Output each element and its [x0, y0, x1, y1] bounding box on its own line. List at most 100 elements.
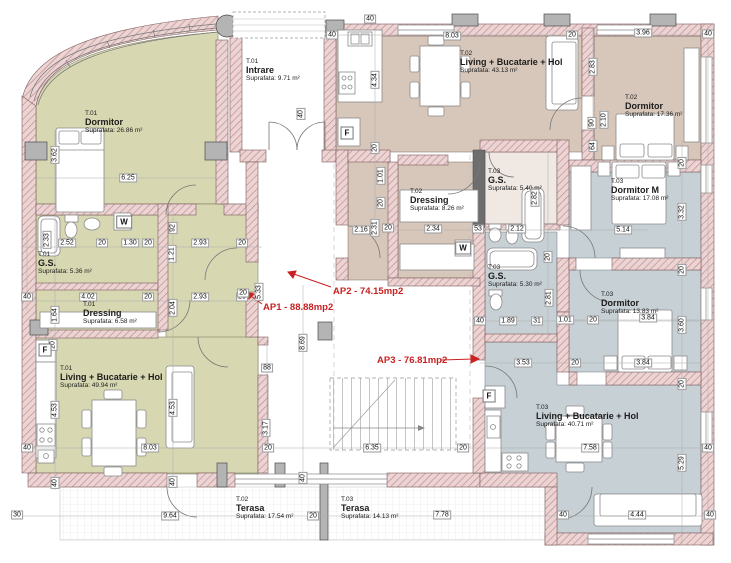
dimension-label: 2.83: [588, 58, 598, 76]
dimension-label: 1.64: [50, 306, 60, 324]
dimension-label: 20: [457, 443, 469, 453]
dimension-label: 2.93: [191, 238, 209, 248]
room-name: Living + Bucatarie + Hol: [60, 372, 163, 382]
dimension-label: 30: [11, 510, 23, 520]
dimension-label: 1.21: [167, 245, 177, 263]
room-area: Suprafata: 17.08 m²: [611, 195, 669, 202]
room-code: T.01: [85, 110, 98, 117]
room-area: Suprafata: 5.30 m²: [488, 281, 542, 288]
room-area: Suprafata: 14.13 m²: [341, 513, 399, 520]
room-code: T.03: [488, 264, 501, 271]
room-code: T.01: [83, 301, 96, 308]
ap3-dining-table: [545, 405, 613, 473]
ap3-sofa: [593, 493, 703, 527]
dimension-label: 31: [531, 316, 543, 326]
dimension-label: 40: [704, 510, 716, 520]
dimension-label: 2.31: [370, 219, 380, 237]
dimension-label: 2.10: [599, 111, 609, 129]
dimension-label: 20: [96, 238, 108, 248]
room-name: Dormitor: [625, 101, 663, 111]
dimension-label: 20: [237, 288, 249, 298]
dimension-label: 20: [142, 238, 154, 248]
dimension-label: 40: [21, 292, 33, 302]
ap2-bed: [601, 113, 689, 161]
dimension-label: 1.89: [499, 316, 517, 326]
room-name: Living + Bucatarie + Hol: [460, 57, 563, 67]
dimension-label: 3.60: [677, 316, 687, 334]
dimension-label: 40: [326, 30, 338, 40]
dimension-label: 20: [382, 223, 394, 233]
dimension-label: 90: [587, 117, 597, 129]
dimension-label: 20: [370, 142, 380, 154]
dimension-label: 2.82: [530, 189, 540, 207]
apartment-area-label: AP1 - 88.88mp2: [263, 302, 334, 313]
dimension-label: 2.16: [352, 225, 370, 235]
ap2-dressing-counter: [399, 189, 479, 223]
dimension-label: 3.84: [634, 358, 652, 368]
dimension-label: 8.03: [141, 443, 159, 453]
dimension-label: 40: [702, 443, 714, 453]
dimension-label: 40: [168, 476, 178, 488]
dimension-label: 40: [364, 14, 376, 24]
dimension-label: 20: [569, 358, 581, 368]
dimension-label: 3.84: [639, 313, 657, 323]
room-area: Suprafata: 6.58 m²: [83, 318, 137, 325]
fridge-marker: F: [38, 343, 52, 357]
dimension-label: 7.78: [433, 510, 451, 520]
room-area: Suprafata: 13.83 m²: [601, 308, 659, 315]
room-code: T.01: [246, 58, 259, 65]
ap1-bed: [55, 127, 105, 213]
dimension-label: 3.53: [514, 358, 532, 368]
dimension-label: 53: [472, 224, 484, 234]
dimension-label: 2.81: [544, 289, 554, 307]
dimension-label: 40: [296, 108, 306, 120]
room-name: Terasa: [236, 503, 265, 513]
dimension-label: 1.01: [376, 167, 386, 185]
dimension-label: 8.03: [443, 31, 461, 41]
dimension-label: 40: [298, 472, 308, 484]
room-code: T.02: [410, 188, 423, 195]
room-area: Suprafata: 8.26 m²: [410, 205, 464, 212]
fridge-marker: F: [340, 126, 354, 140]
dimension-label: 3.17: [261, 419, 271, 437]
ap1-toilet: [64, 214, 79, 239]
room-name: Terasa: [341, 503, 370, 513]
dimension-label: 8.69: [298, 334, 308, 352]
apartment-area-label: AP3 - 76.81mp2: [377, 355, 448, 366]
ap2-kitchen: [337, 29, 383, 147]
dimension-label: 1.30: [121, 238, 139, 248]
dimension-label: 20: [543, 251, 553, 263]
washer-marker: W: [455, 241, 471, 255]
room-area: Suprafata: 9.71 m²: [246, 75, 300, 82]
dimension-label: 4.53: [168, 399, 178, 417]
dimension-label: 20: [587, 315, 599, 325]
dimension-label: 20: [677, 378, 687, 390]
dimension-label: 20: [677, 264, 687, 276]
room-area: Suprafata: 43.13 m²: [460, 67, 518, 74]
ap2-wardrobe: [683, 47, 700, 143]
room-name: G.S.: [38, 258, 57, 268]
facade-glazing: [29, 23, 219, 106]
dimension-label: 40: [50, 477, 60, 489]
ap3-dormitor-m-dresser: [619, 247, 666, 259]
room-code: T.03: [536, 404, 549, 411]
furniture: [35, 29, 703, 527]
room-code: T.03: [341, 496, 354, 503]
dimension-label: 9.64: [161, 511, 179, 521]
ap3-gs2-bathtub: [486, 247, 538, 271]
room-code: T.02: [460, 50, 473, 57]
dimension-label: 20: [262, 443, 274, 453]
room-code: T.03: [488, 168, 501, 175]
entrance-canopy: [232, 11, 326, 39]
dimension-label: 2.52: [58, 238, 76, 248]
